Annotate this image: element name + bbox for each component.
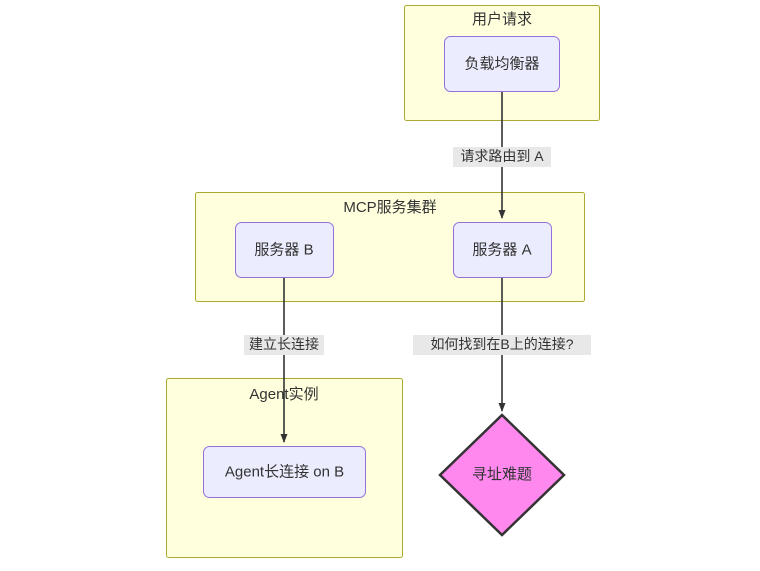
node-server-a[interactable]: 服务器 A bbox=[453, 222, 552, 278]
node-server-b[interactable]: 服务器 B bbox=[235, 222, 334, 278]
edge-lb-to-server-a-label-text: 请求路由到 A bbox=[460, 148, 544, 164]
node-server-b-label: 服务器 B bbox=[254, 241, 313, 258]
node-addressing-problem-diamond[interactable] bbox=[438, 413, 566, 537]
edge-lb-to-server-a-label: 请求路由到 A bbox=[453, 147, 551, 167]
edge-lb-to-server-a-label-bg bbox=[453, 147, 551, 167]
cluster-mcp-service-title: MCP服务集群 bbox=[343, 199, 436, 216]
edge-server-b-to-agent-label-text: 建立长连接 bbox=[249, 336, 319, 352]
node-server-a-box[interactable] bbox=[453, 222, 552, 278]
node-server-a-label: 服务器 A bbox=[472, 241, 531, 258]
edge-server-a-to-problem-label: 如何找到在B上的连接? bbox=[413, 335, 591, 355]
edge-server-b-to-agent-label: 建立长连接 bbox=[244, 335, 324, 355]
node-addressing-problem-label: 寻址难题 bbox=[472, 466, 532, 483]
node-addressing-problem[interactable]: 寻址难题 bbox=[438, 413, 566, 537]
node-agent-conn[interactable]: Agent长连接 on B bbox=[203, 446, 366, 498]
cluster-user-request-title: 用户请求 bbox=[472, 11, 532, 28]
edge-server-b-to-agent-label-bg bbox=[244, 335, 324, 355]
edge-server-a-to-problem-label-text: 如何找到在B上的连接? bbox=[430, 336, 573, 352]
node-load-balancer-box[interactable] bbox=[444, 36, 560, 92]
node-load-balancer[interactable]: 负载均衡器 bbox=[444, 36, 560, 92]
edge-server-a-to-problem-label-bg bbox=[413, 335, 591, 355]
node-agent-conn-box[interactable] bbox=[203, 446, 366, 498]
node-load-balancer-label: 负载均衡器 bbox=[464, 55, 539, 72]
node-server-b-box[interactable] bbox=[235, 222, 334, 278]
node-agent-conn-label: Agent长连接 on B bbox=[225, 463, 344, 480]
